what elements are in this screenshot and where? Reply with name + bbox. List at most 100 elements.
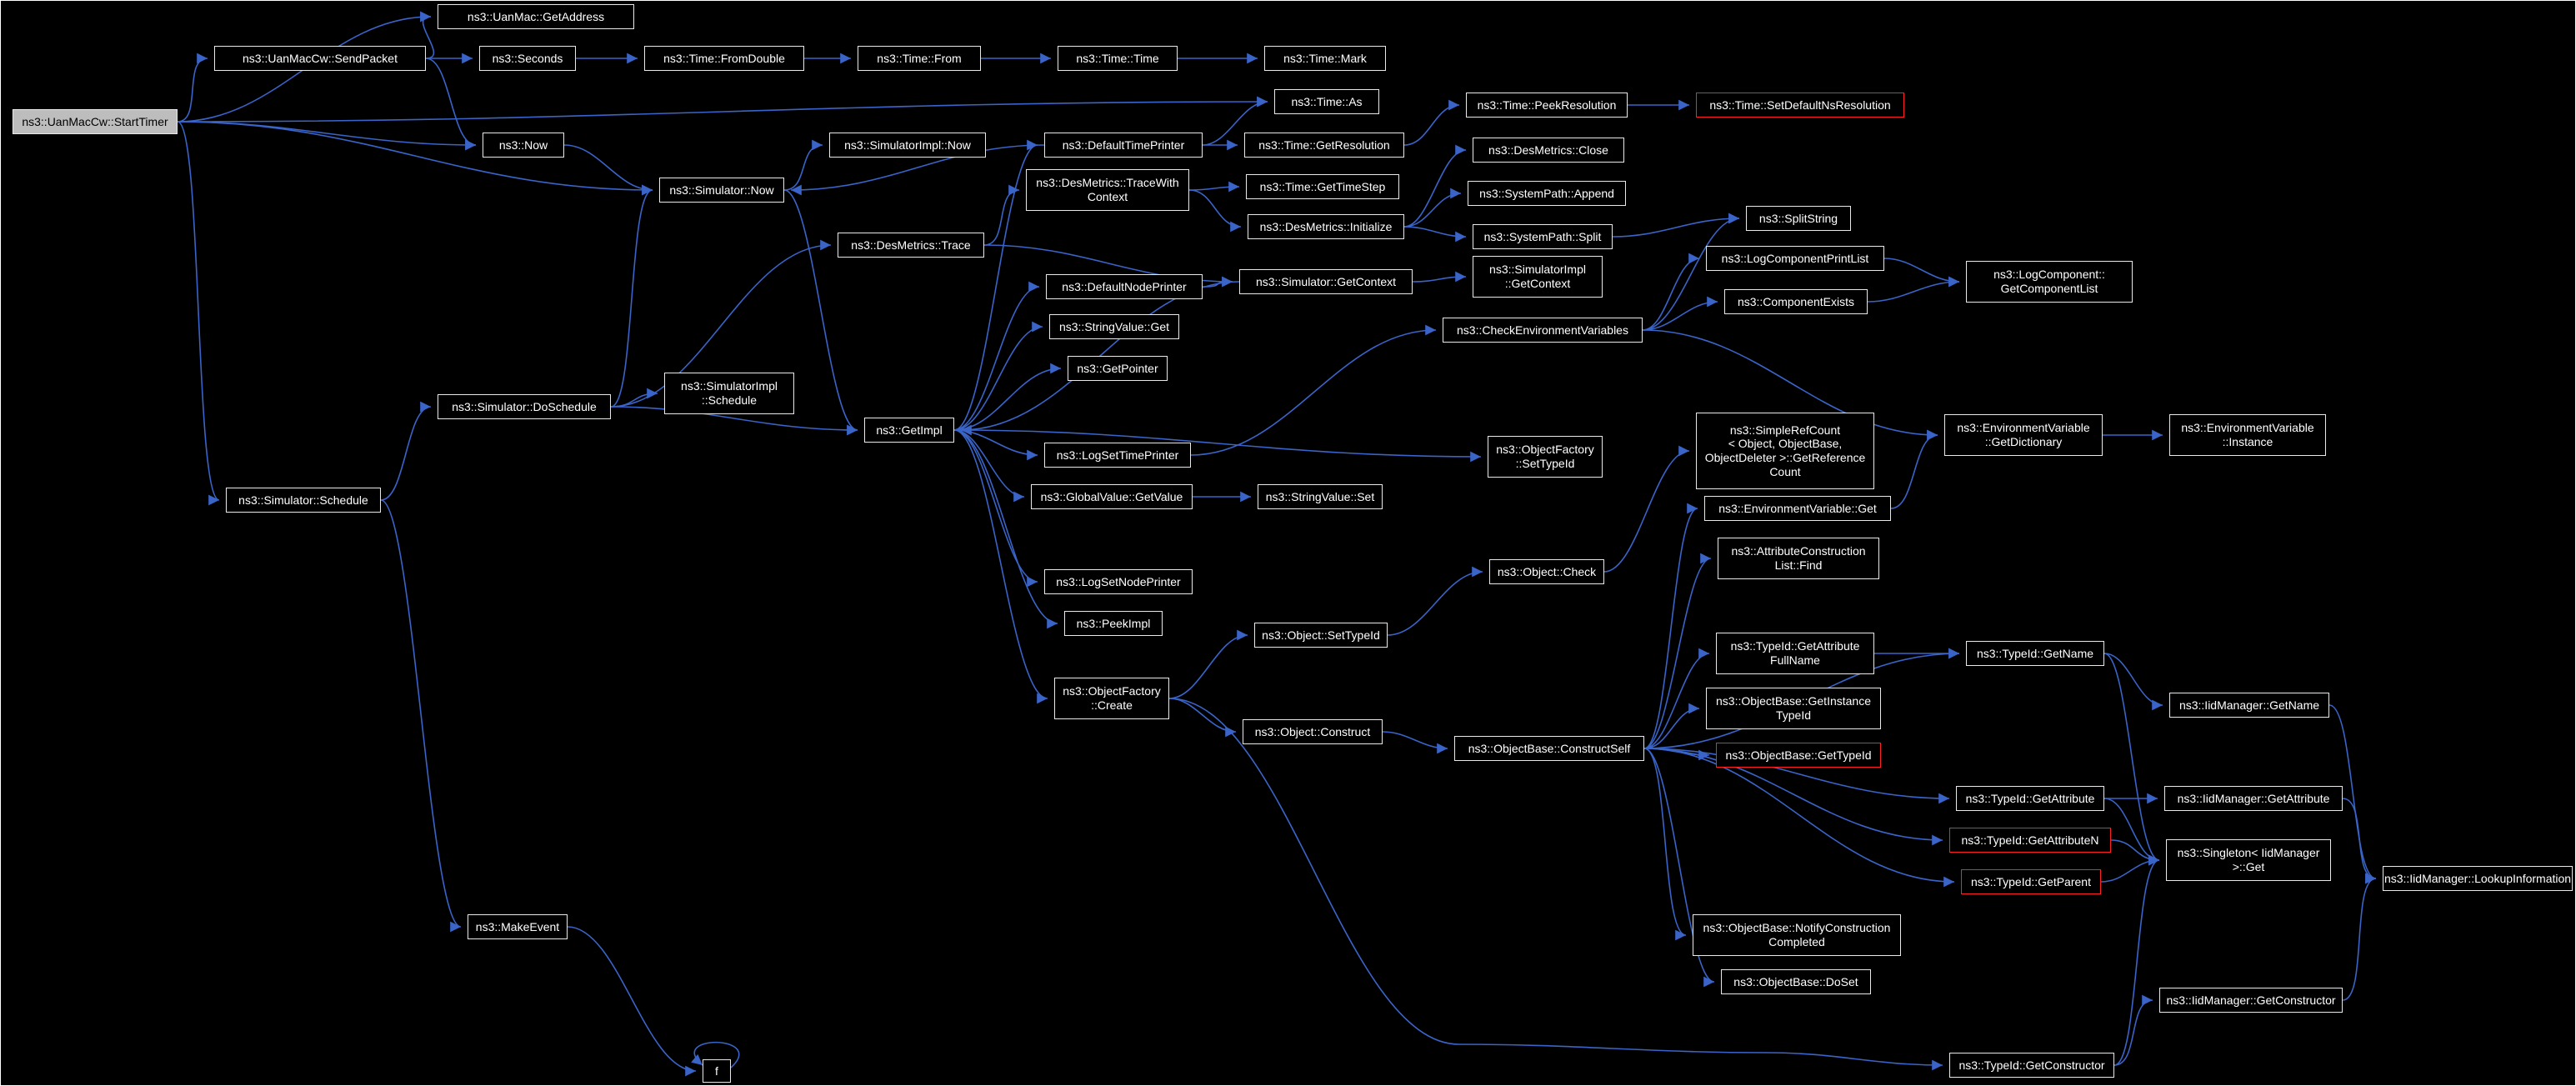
- graph-node-tidgetparent[interactable]: ns3::TypeId::GetParent: [1961, 869, 2101, 894]
- graph-node-objconstruct[interactable]: ns3::Object::Construct: [1243, 719, 1383, 744]
- graph-node-desclose[interactable]: ns3::DesMetrics::Close: [1473, 138, 1624, 163]
- graph-node-setdefns[interactable]: ns3::Time::SetDefaultNsResolution: [1696, 93, 1904, 118]
- edge-constructself-tidgetattr: [1643, 748, 1950, 804]
- edge-tidgetname-iidgetname: [2103, 653, 2163, 711]
- graph-node-attrfind[interactable]: ns3::AttributeConstruction List::Find: [1718, 538, 1879, 579]
- edge-destrace-tracewith: [983, 184, 1020, 246]
- graph-node-simimplnow[interactable]: ns3::SimulatorImpl::Now: [829, 133, 986, 158]
- edge-iidgetcons-lookupinfo: [2342, 873, 2377, 1001]
- graph-node-deftimeprinter[interactable]: ns3::DefaultTimePrinter: [1044, 133, 1203, 158]
- graph-node-iidgetattr[interactable]: ns3::IidManager::GetAttribute: [2164, 786, 2343, 811]
- graph-node-iidgetname[interactable]: ns3::IidManager::GetName: [2169, 693, 2329, 718]
- graph-node-objsettid[interactable]: ns3::Object::SetTypeId: [1254, 623, 1388, 648]
- graph-node-strvalset[interactable]: ns3::StringValue::Set: [1258, 484, 1383, 509]
- graph-node-singleton[interactable]: ns3::Singleton< IidManager >::Get: [2166, 839, 2331, 881]
- edge-dosched-simnow: [610, 184, 653, 408]
- edge-desinit-desclose: [1403, 144, 1467, 228]
- graph-node-offsettid[interactable]: ns3::ObjectFactory ::SetTypeId: [1488, 436, 1603, 478]
- graph-node-splitstring[interactable]: ns3::SplitString: [1746, 206, 1851, 231]
- edge-simnow-simimplnow: [783, 139, 823, 191]
- graph-node-tidgetcons[interactable]: ns3::TypeId::GetConstructor: [1949, 1053, 2114, 1078]
- graph-node-getres[interactable]: ns3::Time::GetResolution: [1244, 133, 1404, 158]
- edge-simsched-makeevent: [380, 499, 462, 933]
- edge-simsched-dosched: [380, 401, 432, 501]
- graph-node-globalget[interactable]: ns3::GlobalValue::GetValue: [1031, 484, 1193, 509]
- graph-node-strvalget[interactable]: ns3::StringValue::Get: [1049, 314, 1179, 339]
- edge-getimpl-getpointer: [953, 363, 1062, 431]
- edge-makeevent-f: [567, 926, 697, 1077]
- graph-node-envinst[interactable]: ns3::EnvironmentVariable ::Instance: [2169, 414, 2326, 456]
- edge-offcreate-tidgetcons: [1168, 698, 1943, 1071]
- graph-node-dosets[interactable]: ns3::ObjectBase::DoSet: [1721, 969, 1871, 994]
- graph-node-offcreate[interactable]: ns3::ObjectFactory ::Create: [1054, 678, 1169, 719]
- graph-node-tidgetattrn[interactable]: ns3::TypeId::GetAttributeN: [1949, 828, 2111, 853]
- edge-iidgetname-lookupinfo: [2328, 704, 2377, 884]
- edge-simgetctx-simimplgetctx: [1412, 271, 1467, 283]
- graph-node-envdict[interactable]: ns3::EnvironmentVariable ::GetDictionary: [1944, 414, 2103, 456]
- graph-node-getpointer[interactable]: ns3::GetPointer: [1068, 356, 1168, 381]
- graph-node-refcount[interactable]: ns3::SimpleRefCount < Object, ObjectBase…: [1696, 413, 1874, 489]
- edge-dosched-getimpl: [610, 406, 858, 436]
- graph-node-tracewith[interactable]: ns3::DesMetrics::TraceWith Context: [1026, 169, 1189, 211]
- graph-node-simnow[interactable]: ns3::Simulator::Now: [659, 178, 784, 203]
- graph-node-compexists[interactable]: ns3::ComponentExists: [1724, 289, 1868, 314]
- graph-node-simimplgetctx[interactable]: ns3::SimulatorImpl ::GetContext: [1473, 256, 1603, 298]
- graph-node-logsetnode[interactable]: ns3::LogSetNodePrinter: [1044, 569, 1193, 594]
- graph-node-getcomplist[interactable]: ns3::LogComponent:: GetComponentList: [1966, 261, 2133, 303]
- edge-constructself-tidgetattrn: [1643, 748, 1943, 846]
- graph-node-constructself[interactable]: ns3::ObjectBase::ConstructSelf: [1454, 736, 1644, 761]
- graph-node-envget[interactable]: ns3::EnvironmentVariable::Get: [1704, 496, 1891, 521]
- graph-node-from[interactable]: ns3::Time::From: [858, 46, 981, 71]
- graph-node-notifycc[interactable]: ns3::ObjectBase::NotifyConstruction Comp…: [1693, 914, 1901, 956]
- graph-node-tidgetattr[interactable]: ns3::TypeId::GetAttribute: [1956, 786, 2104, 811]
- graph-node-destrace[interactable]: ns3::DesMetrics::Trace: [838, 233, 984, 258]
- edge-constructself-attrfullname: [1643, 648, 1710, 749]
- edge-sendpacket-getaddress: [420, 11, 435, 59]
- graph-node-f[interactable]: f: [703, 1059, 731, 1083]
- graph-node-lookupinfo[interactable]: ns3::IidManager::LookupInformation: [2383, 866, 2573, 891]
- graph-node-logsettime[interactable]: ns3::LogSetTimePrinter: [1044, 443, 1191, 468]
- graph-node-seconds[interactable]: ns3::Seconds: [479, 46, 576, 71]
- graph-node-defnodeprinter[interactable]: ns3::DefaultNodePrinter: [1046, 274, 1203, 299]
- graph-node-gettimestep[interactable]: ns3::Time::GetTimeStep: [1246, 174, 1399, 199]
- graph-node-checkenv[interactable]: ns3::CheckEnvironmentVariables: [1443, 318, 1643, 343]
- graph-node-time[interactable]: ns3::Time::Time: [1058, 46, 1178, 71]
- graph-node-getaddress[interactable]: ns3::UanMac::GetAddress: [438, 4, 634, 29]
- graph-node-iidgetcons[interactable]: ns3::IidManager::GetConstructor: [2159, 988, 2343, 1013]
- graph-node-attrfullname[interactable]: ns3::TypeId::GetAttribute FullName: [1716, 633, 1874, 674]
- graph-node-makeevent[interactable]: ns3::MakeEvent: [468, 914, 568, 939]
- graph-node-desinit[interactable]: ns3::DesMetrics::Initialize: [1248, 214, 1404, 239]
- edge-compexists-getcomplist: [1867, 276, 1960, 303]
- edge-getimpl-deftimeprinter: [953, 139, 1038, 431]
- graph-node-dosched[interactable]: ns3::Simulator::DoSchedule: [438, 394, 611, 419]
- graph-node-objcheck[interactable]: ns3::Object::Check: [1489, 559, 1604, 584]
- graph-node-logcompprint[interactable]: ns3::LogComponentPrintList: [1706, 246, 1884, 271]
- graph-node-now[interactable]: ns3::Now: [483, 133, 564, 158]
- graph-node-getimpl[interactable]: ns3::GetImpl: [864, 418, 954, 443]
- graph-node-syssplit[interactable]: ns3::SystemPath::Split: [1473, 224, 1613, 249]
- edge-tidgetname-singleton: [2103, 653, 2160, 866]
- graph-node-tidgetname[interactable]: ns3::TypeId::GetName: [1966, 641, 2104, 666]
- graph-node-simimplsched[interactable]: ns3::SimulatorImpl ::Schedule: [664, 373, 794, 414]
- graph-node-as[interactable]: ns3::Time::As: [1274, 89, 1379, 114]
- edge-f-f: [691, 1041, 740, 1068]
- edge-envget-envdict: [1890, 429, 1938, 509]
- graph-node-objgettid[interactable]: ns3::ObjectBase::GetTypeId: [1716, 743, 1881, 768]
- graph-node-simsched[interactable]: ns3::Simulator::Schedule: [226, 488, 381, 513]
- graph-node-sendpacket[interactable]: ns3::UanMacCw::SendPacket: [214, 46, 426, 71]
- graph-node-starttimer[interactable]: ns3::UanMacCw::StartTimer: [13, 109, 178, 134]
- edge-tidgetcons-iidgetcons: [2113, 994, 2153, 1066]
- edge-offcreate-objsettid: [1168, 629, 1248, 699]
- graph-node-fromdouble[interactable]: ns3::Time::FromDouble: [644, 46, 804, 71]
- graph-node-peekimpl[interactable]: ns3::PeekImpl: [1064, 611, 1163, 636]
- graph-node-mark[interactable]: ns3::Time::Mark: [1264, 46, 1386, 71]
- edge-tracewith-desinit: [1188, 189, 1242, 233]
- graph-node-getinsttid[interactable]: ns3::ObjectBase::GetInstance TypeId: [1706, 688, 1881, 729]
- graph-node-peekres[interactable]: ns3::Time::PeekResolution: [1466, 93, 1628, 118]
- edge-syssplit-splitstring: [1612, 213, 1740, 238]
- graph-node-sysappend[interactable]: ns3::SystemPath::Append: [1468, 181, 1626, 206]
- edge-constructself-getinsttid: [1643, 703, 1700, 749]
- edge-getimpl-logsetnode: [953, 429, 1038, 588]
- graph-node-simgetctx[interactable]: ns3::Simulator::GetContext: [1239, 269, 1413, 294]
